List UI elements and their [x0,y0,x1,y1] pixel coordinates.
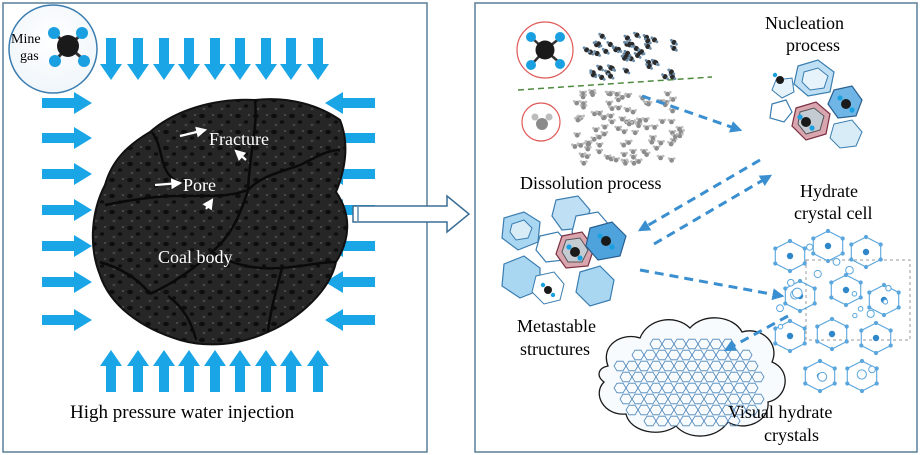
pressure-arrow-icon [42,309,92,331]
hollow-transition-arrow [352,194,471,234]
pore-pointer [154,178,214,211]
pressure-arrow-icon [204,38,226,80]
nucleation-label-line1: Nucleation [765,13,844,33]
dissolution-label: Dissolution process [520,173,662,193]
mine-gas-label-line1: Mine [11,32,41,47]
pressure-arrow-icon [100,350,122,392]
pressure-arrow-icon [127,350,149,392]
pressure-arrow-icon [127,38,149,80]
pressure-arrow-icon [204,350,226,392]
pressure-arrow-icon [42,127,92,149]
fracture-label: Fracture [209,129,269,149]
methane-gas-cluster [582,31,678,81]
hydrate-cell-label-line1: Hydrate [800,181,858,201]
pressure-arrow-icon [229,38,251,80]
visual-hydrate-label-line1: Visual hydrate [728,402,832,422]
arrow-metastable-to-nucleation [653,174,773,246]
pressure-arrow-icon [100,38,122,80]
coal-body-shape [91,98,349,346]
pressure-arrow-icon [325,309,375,331]
pressure-arrow-icon [325,271,375,293]
water-molecule-icon [521,102,561,142]
arrow-nucleation-to-metastable [637,158,761,232]
water-molecule-cluster [571,89,685,166]
pressure-arrow-icon [178,38,200,80]
pressure-arrow-icon [42,235,92,257]
pressure-arrow-icon [280,38,302,80]
methane-gas-phase-icon [516,21,574,79]
pressure-arrow-icon [255,350,277,392]
pressure-arrow-icon [280,350,302,392]
nucleation-cage-cluster [769,59,863,149]
pressure-arrow-icon [153,38,175,80]
pressure-arrow-icon [229,350,251,392]
hydrate-crystal-lattice [773,228,911,394]
mine-gas-badge: Mine gas [8,4,98,94]
metastable-label-line2: structures [520,339,590,359]
arrow-metastable-to-crystal-cell [639,268,785,301]
metastable-label-line1: Metastable [517,316,596,336]
coal-fractures [99,99,341,341]
process-arrows [637,94,789,352]
methane-molecule-icon [48,27,90,67]
pressure-arrow-icon [42,199,92,221]
mine-gas-label-line2: gas [20,49,39,64]
pore-label: Pore [183,175,216,195]
gas-water-interface [517,76,713,91]
pressure-arrow-icon [153,350,175,392]
pressure-arrow-icon [255,38,277,80]
pressure-arrow-icon [307,38,329,80]
nucleation-label-line2: process [786,35,840,55]
fracture-pointer [179,126,247,161]
pressure-arrow-icon [42,92,92,114]
pressure-arrow-icon [325,92,375,114]
metastable-cage-cluster [501,195,627,307]
coal-body-label: Coal body [158,247,233,267]
injection-label: High pressure water injection [70,402,295,423]
pressure-arrow-icon [42,163,92,185]
arrow-dissolution-to-nucleation [641,94,743,133]
pressure-arrow-icon [307,350,329,392]
pressure-arrow-icon [178,350,200,392]
pressure-arrows [42,38,375,392]
hydrate-cell-label-line2: crystal cell [794,203,872,223]
visual-hydrate-label-line2: crystals [764,425,819,445]
visual-hydrate-crystals-cloud [598,317,786,437]
arrow-crystal-cell-to-visual [723,314,789,352]
pressure-arrow-icon [42,271,92,293]
